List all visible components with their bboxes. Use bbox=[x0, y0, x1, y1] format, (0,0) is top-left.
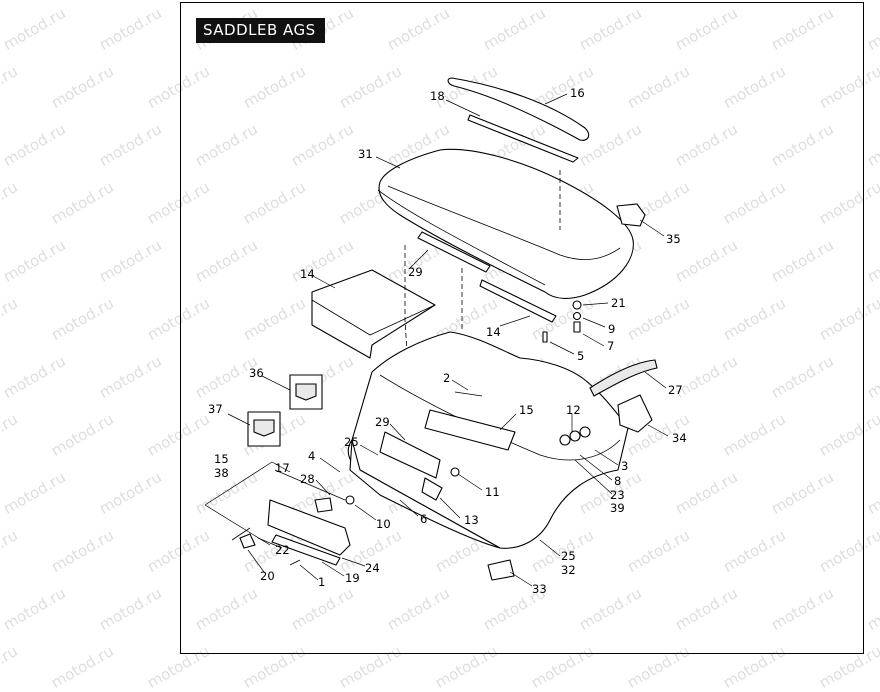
part-latch-13 bbox=[421, 477, 443, 501]
part-lid-support-bar bbox=[479, 279, 557, 323]
callout-25-body: 25 bbox=[561, 549, 576, 563]
part-bumper-28 bbox=[314, 497, 333, 513]
callout-37: 37 bbox=[208, 402, 223, 416]
part-bumper-33 bbox=[487, 559, 515, 581]
callout-29-upper: 29 bbox=[408, 265, 423, 279]
callout-32: 32 bbox=[561, 563, 576, 577]
callout-29-lower: 29 bbox=[375, 415, 390, 429]
callout-18: 18 bbox=[430, 89, 445, 103]
callout-21: 21 bbox=[611, 296, 626, 310]
part-key bbox=[231, 527, 251, 541]
callout-12: 12 bbox=[566, 403, 581, 417]
decal-37-emblem bbox=[253, 419, 275, 437]
exploded-view-drawing: 16 18 31 35 29 14 14 21 9 7 5 27 36 2 34… bbox=[204, 77, 687, 596]
callout-28: 28 bbox=[300, 472, 315, 486]
callout-11: 11 bbox=[485, 485, 500, 499]
part-lid-badge bbox=[616, 203, 646, 227]
part-screw-1 bbox=[289, 559, 301, 566]
body-rim-line bbox=[379, 374, 621, 461]
callout-1: 1 bbox=[318, 575, 325, 589]
part-rear-trim bbox=[589, 359, 658, 397]
callout-13: 13 bbox=[464, 513, 479, 527]
callout-9: 9 bbox=[608, 322, 615, 336]
callout-group-17 bbox=[274, 469, 346, 501]
part-screw-5 bbox=[542, 331, 548, 343]
diagram-frame bbox=[180, 2, 864, 654]
callout-25-hinge: 25 bbox=[344, 435, 359, 449]
callout-14-panel: 14 bbox=[300, 267, 315, 281]
decal-36-emblem bbox=[295, 383, 317, 401]
part-latch-clip bbox=[239, 533, 256, 549]
part-hinge-strip-upper bbox=[417, 231, 491, 273]
callout-14-bar: 14 bbox=[486, 325, 501, 339]
callout-17: 17 bbox=[275, 461, 290, 475]
callout-3: 3 bbox=[621, 459, 628, 473]
part-latch-handle bbox=[271, 534, 341, 566]
callout-34: 34 bbox=[672, 431, 687, 445]
part-top-trim-strip bbox=[447, 77, 590, 141]
part-washer-9 bbox=[572, 311, 582, 321]
callout-22: 22 bbox=[275, 543, 290, 557]
callout-15-group: 15 bbox=[214, 452, 229, 466]
callout-6: 6 bbox=[420, 512, 427, 526]
callout-24: 24 bbox=[365, 561, 380, 575]
callout-group-38 bbox=[204, 461, 291, 506]
callout-8: 8 bbox=[614, 474, 621, 488]
part-washer-21 bbox=[572, 300, 582, 310]
part-washer-b bbox=[569, 430, 581, 442]
callout-39: 39 bbox=[610, 501, 625, 515]
part-washer-a bbox=[559, 434, 571, 446]
callout-23: 23 bbox=[610, 488, 625, 502]
part-washer-c bbox=[579, 426, 591, 438]
callout-20: 20 bbox=[260, 569, 275, 583]
part-hinge-strip-lower bbox=[379, 431, 441, 479]
part-nut-11 bbox=[450, 467, 460, 477]
callout-16: 16 bbox=[570, 86, 585, 100]
callout-19: 19 bbox=[345, 571, 360, 585]
part-gasket-strip bbox=[467, 114, 579, 163]
callout-33: 33 bbox=[532, 582, 547, 596]
part-latch-plate bbox=[424, 409, 516, 451]
callout-38: 38 bbox=[214, 466, 229, 480]
leader-lines bbox=[227, 93, 669, 587]
callout-27: 27 bbox=[668, 383, 683, 397]
callout-36: 36 bbox=[249, 366, 264, 380]
part-latch-housing bbox=[267, 499, 351, 556]
part-pin bbox=[454, 391, 483, 397]
callout-15-plate: 15 bbox=[519, 403, 534, 417]
callout-35: 35 bbox=[666, 232, 681, 246]
part-nut-10 bbox=[345, 495, 355, 505]
lid-rim-line bbox=[377, 189, 546, 286]
diagram-title: SADDLEB AGS bbox=[196, 18, 325, 43]
part-inner-panel bbox=[311, 269, 436, 359]
callout-10: 10 bbox=[376, 517, 391, 531]
callout-7: 7 bbox=[607, 339, 614, 353]
callout-2: 2 bbox=[443, 371, 450, 385]
callout-5: 5 bbox=[577, 349, 584, 363]
body-lower-shell bbox=[349, 439, 501, 549]
callout-31: 31 bbox=[358, 147, 373, 161]
inner-panel-fold bbox=[311, 299, 436, 336]
part-lid bbox=[378, 148, 634, 299]
callout-4: 4 bbox=[308, 449, 315, 463]
lid-inner-line bbox=[387, 185, 621, 260]
part-bracket bbox=[617, 394, 653, 433]
part-screw-7 bbox=[573, 321, 581, 333]
